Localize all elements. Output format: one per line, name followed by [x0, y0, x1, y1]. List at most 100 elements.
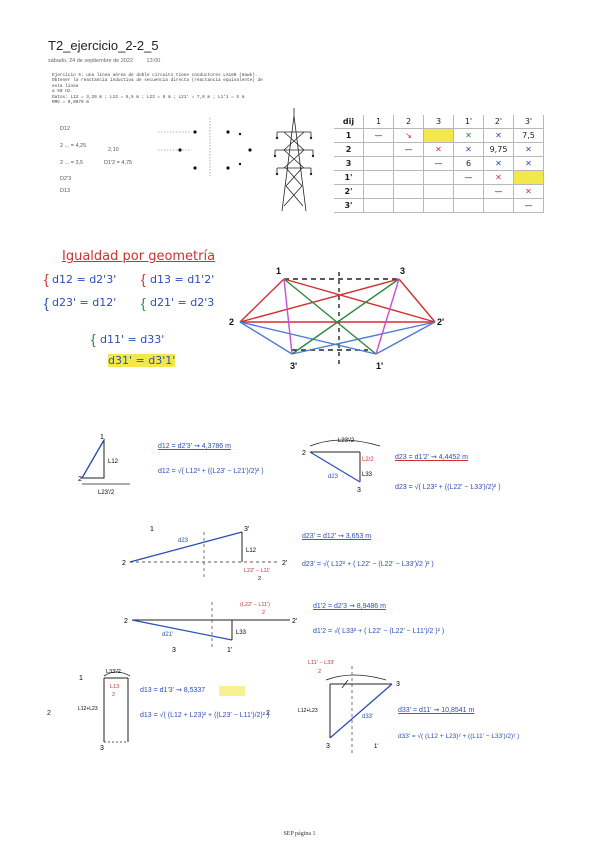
table-header-cell: 2' [483, 115, 514, 129]
frac-label: L13 [110, 684, 119, 690]
table-cell [423, 184, 454, 199]
t5-eq-bot: d13 = √( (L12 + L23)² + ((L23' − L11')/2… [140, 712, 270, 719]
table-header-cell: 1' [453, 115, 484, 129]
table-cell: 7,5 [513, 128, 544, 143]
node-label: 2' [437, 317, 444, 327]
node-label: 3 [400, 266, 405, 276]
table-cell [363, 184, 394, 199]
t1-eq-top: d12 = d2'3' ⇝ 4,3786 m [158, 443, 231, 450]
t2-eq-top: d23 = d1'2' ⇝ 4,4452 m [395, 454, 468, 461]
triangle-d12: 1 2 L12 L23'/2 [78, 434, 130, 496]
sketch-label-d12: D12 [60, 126, 71, 132]
node-label: 3' [244, 526, 249, 533]
table-row: 3 — 6 ✕ ✕ [334, 156, 544, 171]
top-label: L11' − L33' [308, 660, 334, 666]
t3-eq-bot: d23' = √( L12² + ( L22' − (L22' − L33')/… [302, 561, 434, 568]
hyp-label: d23 [328, 474, 339, 480]
table-cell [393, 170, 424, 185]
geometry-eq5: d11' = d33' [100, 333, 165, 346]
node-label: 2' [292, 618, 297, 625]
svg-text:{: { [141, 295, 146, 311]
table-row: 1 — ↘ ✕ ✕ 7,5 [334, 128, 544, 143]
table-cell: ✕ [513, 184, 544, 199]
geometry-heading: Igualdad por geometría [62, 249, 216, 264]
node-label: 2' [282, 560, 287, 567]
geometry-eq3: d13 = d1'2' [150, 273, 215, 286]
node-label: 3 [326, 743, 330, 750]
side-label: L12+L23 [298, 708, 318, 714]
table-cell [363, 156, 394, 171]
table-cell: 1 [334, 128, 364, 143]
node-label: 3' [396, 681, 400, 688]
side-label: L12 [108, 459, 119, 465]
svg-text:{: { [141, 271, 146, 287]
t1-eq-bot: d12 = √( L12² + ((L23' − L21')/2)² ) [158, 468, 264, 475]
page-meta: sábado, 24 de septiembre de 2022 13:00 [48, 58, 172, 64]
side-label: L33 [236, 630, 247, 636]
node-label: 1' [227, 647, 232, 654]
side-label: L12 [246, 548, 257, 554]
node-label: 2 [266, 710, 270, 717]
page-title: T2_ejercicio_2-2_5 [48, 38, 159, 53]
geometry-eq2: d23' = d12' [52, 296, 117, 309]
table-cell: — [453, 170, 484, 185]
t6-eq-bot: d33' = √( (L12 + L23)² + ((L11' − L33')/… [398, 733, 520, 740]
tower-illustration [273, 108, 315, 212]
sketch-label-x2: D1'2 = 4,75 [104, 160, 133, 166]
node-label: 2 [122, 560, 126, 567]
table-header-cell: 3' [513, 115, 544, 129]
highlight-mark [219, 686, 245, 696]
table-cell: ✕ [423, 142, 454, 157]
hyp-label: d23 [178, 538, 189, 544]
node-label: 2 [78, 476, 82, 483]
frac-label-den: 2 [112, 692, 115, 698]
brace-icon: { { [141, 271, 146, 311]
table-cell [363, 198, 394, 213]
table-header-row: dij 1 2 3 1' 2' 3' [334, 115, 544, 129]
top-label: L33'/2 [106, 669, 121, 675]
table-cell: — [393, 142, 424, 157]
hyp-label: d21' [162, 632, 173, 638]
table-cell [423, 128, 454, 143]
node-label: 1' [374, 744, 378, 750]
top-label: (L22' − L11') [240, 602, 270, 608]
table-cell: 6 [453, 156, 484, 171]
hyp-label: d33' [362, 714, 373, 720]
node-label: 2 [124, 618, 128, 625]
table-cell: ↘ [393, 128, 424, 143]
table-cell: 3' [334, 198, 364, 213]
table-cell: ✕ [483, 170, 514, 185]
page-footer: SEP página 1 [283, 831, 316, 837]
top-label-den: 2 [318, 669, 321, 675]
statement-line: Obtener la reactancia inductiva de secue… [52, 78, 263, 89]
brace-icon: { { [44, 271, 49, 311]
sketch-label-x1: D2'3 [60, 176, 72, 182]
table-cell: ✕ [483, 156, 514, 171]
node-label: 2 [47, 710, 51, 717]
node-label: 2 [229, 317, 234, 327]
node-label: 3 [172, 647, 176, 654]
table-cell [423, 170, 454, 185]
table-header-cell: 2 [393, 115, 424, 129]
top-label-den: 2 [262, 610, 265, 616]
triangle-d33p: L11' − L33' 2 3' 3 1' L12+L23 d33' [298, 660, 400, 756]
svg-text:{: { [44, 271, 49, 287]
sketch-label-d21: 2 ... = 4,25 [60, 143, 87, 149]
table-cell: 3 [334, 156, 364, 171]
table-cell: ✕ [453, 142, 484, 157]
table-cell [453, 184, 484, 199]
table-cell: ✕ [513, 156, 544, 171]
conductor-layout-sketch [158, 118, 252, 176]
t5-eq-top: d13 = d1'3' ⇝ 8,5337 [140, 686, 205, 694]
node-label: 1 [79, 675, 83, 682]
table-cell: 9,75 [483, 142, 514, 157]
table-cell [423, 198, 454, 213]
node-label: 3 [100, 745, 104, 752]
base-label: L23'/2 [98, 490, 115, 496]
sketch-label-d13: D13 [60, 188, 71, 194]
svg-text:{: { [44, 295, 49, 311]
table-cell [393, 198, 424, 213]
table-cell: ✕ [453, 128, 484, 143]
triangle-d23p: 1 2 3' 2' d23 L12 L22' − L11' 2 [122, 526, 287, 582]
table-cell: 1' [334, 170, 364, 185]
